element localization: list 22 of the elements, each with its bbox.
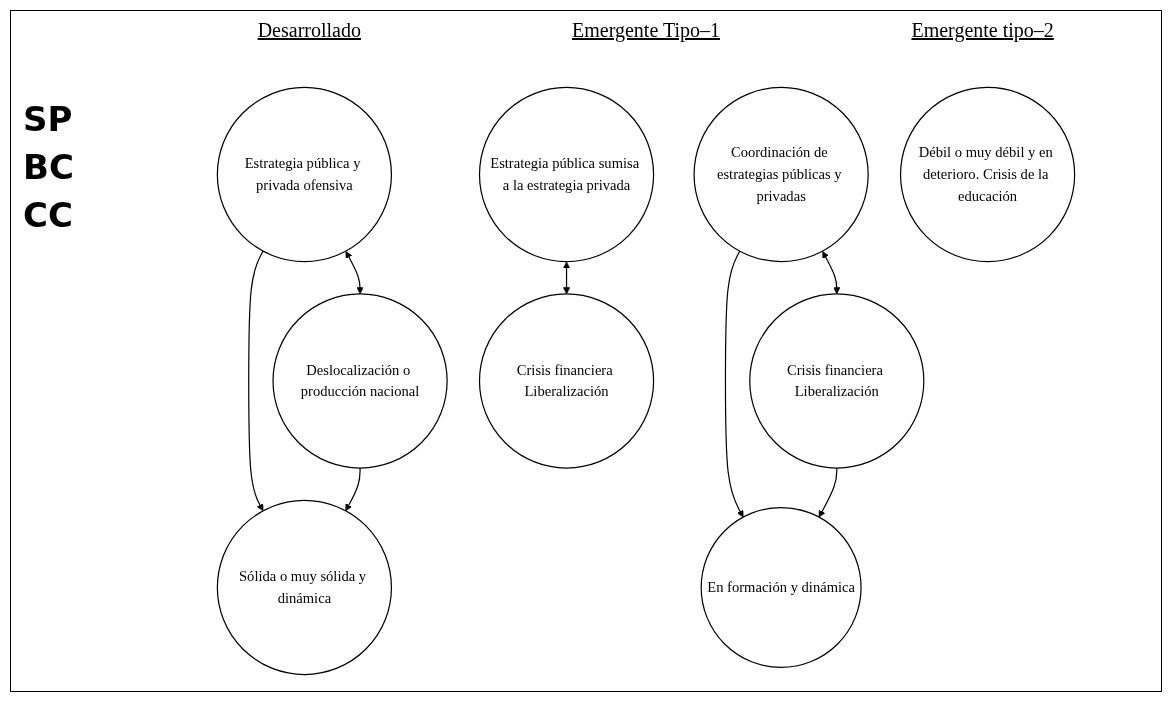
column-heading: Desarrollado xyxy=(256,19,362,42)
arrow xyxy=(248,250,264,512)
row-label: SP xyxy=(23,99,74,139)
arrow xyxy=(724,250,744,518)
node-circle: Estrategia pública sumisa a la estrategia privada xyxy=(478,86,655,263)
column-heading: Emergente tipo–2 xyxy=(910,19,1055,42)
arrow xyxy=(822,251,841,295)
column-heading: Emergente Tipo–1 xyxy=(571,19,721,42)
node-circle: Deslocalización o producción nacional xyxy=(272,293,448,469)
node-circle: Estrategia pública y privada ofensiva xyxy=(216,86,393,263)
arrow xyxy=(345,467,361,512)
node-circle: Coordinación de estrategias públicas y privadas xyxy=(693,86,869,263)
node-circle: Crisis financiera Liberalización xyxy=(478,293,655,469)
arrow xyxy=(563,261,571,295)
arrow xyxy=(818,467,838,518)
row-label: BC xyxy=(23,147,75,187)
node-circle: Crisis financiera Liberalización xyxy=(749,293,925,469)
node-circle: En formación y dinámica xyxy=(700,506,862,668)
node-circle: Débil o muy débil y en deterioro. Crisis de la educación xyxy=(899,86,1076,263)
node-circle: Sólida o muy sólida y dinámica xyxy=(216,499,393,676)
row-label: CC xyxy=(23,195,74,235)
arrow xyxy=(345,251,364,295)
